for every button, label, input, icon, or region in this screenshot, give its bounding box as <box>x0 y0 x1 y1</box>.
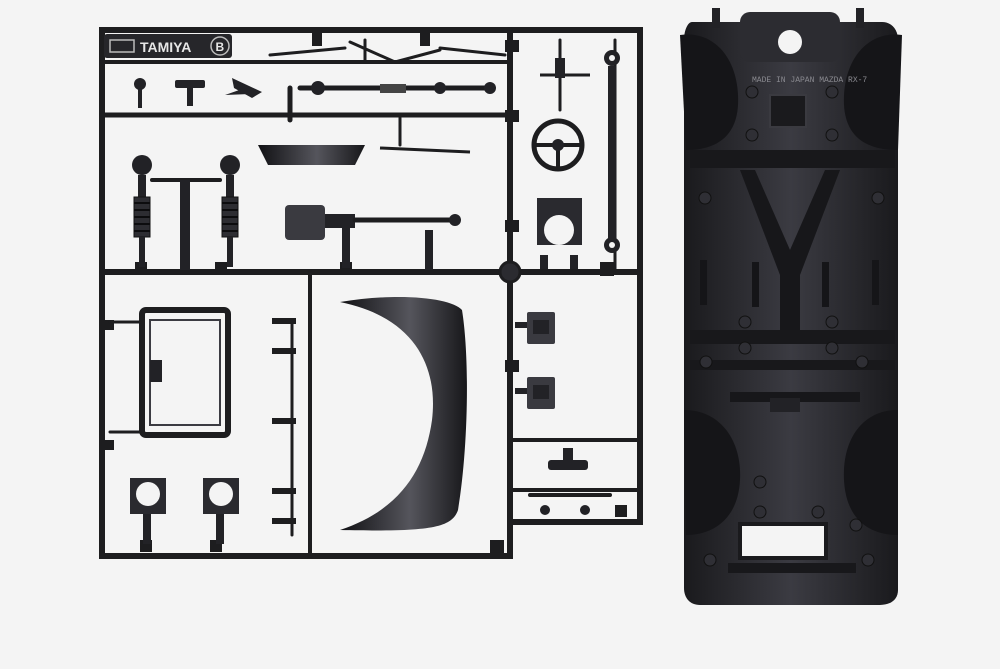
svg-text:MADE IN JAPAN MAZDA RX-7: MADE IN JAPAN MAZDA RX-7 <box>752 76 867 85</box>
wiper-blades <box>268 38 507 64</box>
small-brackets <box>515 312 555 409</box>
headlight-bucket <box>258 116 471 165</box>
front-bumper <box>340 296 467 531</box>
steering-wheel <box>531 38 590 172</box>
lower-small-parts <box>528 448 612 515</box>
sprue-frame <box>99 27 643 559</box>
exhaust-runner <box>287 81 496 123</box>
svg-text:B: B <box>216 40 225 54</box>
mirror-parts <box>134 78 262 108</box>
gauge-pod <box>537 198 582 269</box>
window-frame <box>108 307 231 438</box>
brand-logo: TAMIYA B <box>104 34 232 58</box>
trim-strips <box>272 318 296 524</box>
chassis-floor-pan: MADE IN JAPAN MAZDA RX-7 <box>680 8 902 605</box>
svg-text:TAMIYA: TAMIYA <box>140 39 191 55</box>
sprue-tree: TAMIYA B <box>99 27 643 559</box>
cooling-parts <box>285 205 461 270</box>
drive-shaft <box>604 50 620 253</box>
shock-absorbers <box>132 155 240 270</box>
seat-parts <box>130 478 239 544</box>
